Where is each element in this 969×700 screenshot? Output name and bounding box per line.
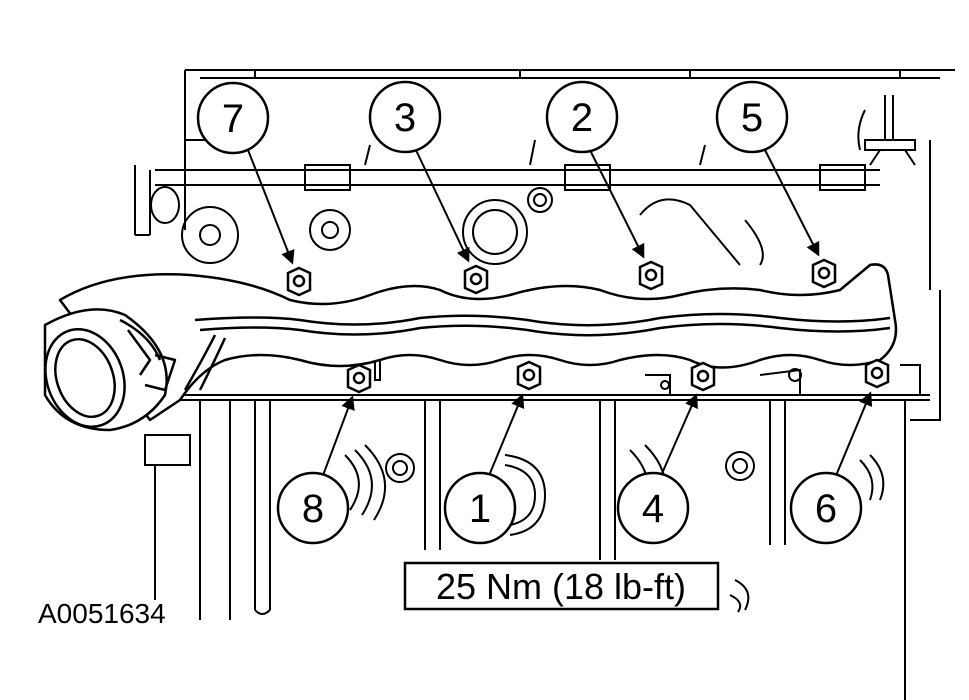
callout-5: 5: [715, 80, 789, 154]
callout-8: 8: [276, 471, 350, 545]
leader-arrows: [247, 147, 873, 479]
bolt-6: [864, 358, 890, 389]
callout-1: 1: [443, 471, 517, 545]
bolt-3: [463, 264, 489, 295]
svg-text:5: 5: [741, 96, 763, 140]
callout-3: 3: [368, 80, 442, 154]
exhaust-manifold: [43, 263, 898, 432]
svg-text:3: 3: [394, 96, 416, 140]
svg-text:6: 6: [815, 487, 837, 531]
torque-spec-text: 25 Nm (18 lb-ft): [436, 566, 686, 607]
bolts: [286, 258, 890, 394]
bolt-8: [346, 363, 372, 394]
bolt-4: [690, 361, 716, 392]
svg-text:4: 4: [642, 487, 664, 531]
bolt-5: [811, 258, 837, 289]
callout-4: 4: [616, 471, 690, 545]
figure-id: A0051634: [38, 598, 166, 629]
bolt-7: [286, 266, 312, 297]
engine-block-outline: [134, 69, 955, 700]
svg-text:2: 2: [571, 96, 593, 140]
svg-text:1: 1: [469, 487, 491, 531]
torque-spec-box: 25 Nm (18 lb-ft): [403, 561, 720, 611]
svg-text:7: 7: [222, 97, 244, 141]
callout-6: 6: [789, 471, 863, 545]
callout-7: 7: [196, 81, 270, 155]
bolt-2: [638, 260, 664, 291]
svg-text:8: 8: [302, 487, 324, 531]
bolt-1: [516, 360, 542, 391]
callout-2: 2: [545, 80, 619, 154]
